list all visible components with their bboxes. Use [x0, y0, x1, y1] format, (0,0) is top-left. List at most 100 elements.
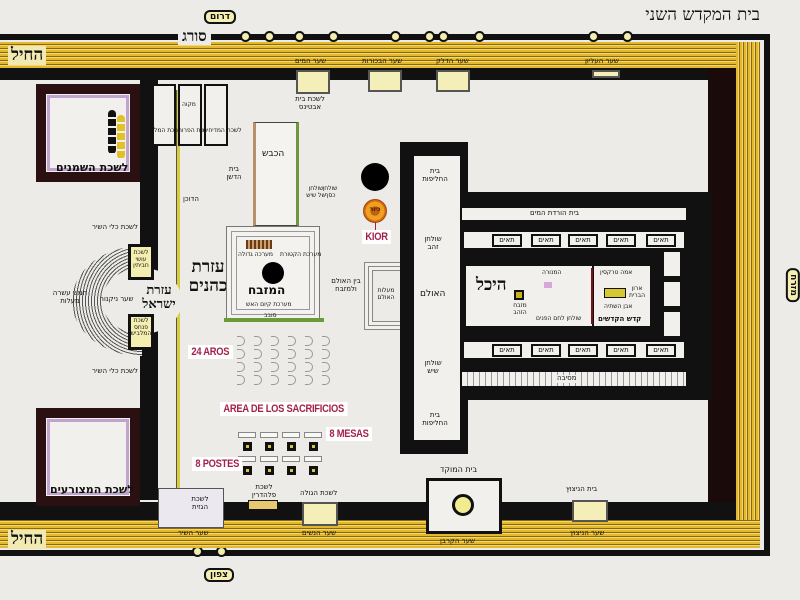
slaughter-table [304, 432, 322, 438]
soreg-gate [390, 31, 401, 42]
slaughter-ring [322, 375, 330, 385]
oil-jars [108, 110, 116, 154]
kodesh-label: קדש הקדשים [598, 315, 642, 323]
slaughter-ring [237, 349, 245, 359]
chel-right [736, 42, 760, 548]
direction-south: דרום [204, 10, 237, 24]
soreg-gate [328, 31, 339, 42]
gate-kindling[interactable] [436, 70, 470, 92]
slaughter-post [243, 466, 252, 475]
chel-label-top: החיל [8, 46, 47, 65]
gate-korban-label: שער הקרבן [440, 537, 475, 545]
slaughter-post [265, 466, 274, 475]
slaughter-table [282, 456, 300, 462]
laver-stand [361, 163, 389, 191]
gate-firstborn-label: שער הבכורות [362, 57, 403, 65]
slaughter-table [238, 432, 256, 438]
slaughter-ring [322, 336, 330, 346]
chamber-taim: תאים [606, 234, 636, 247]
soreg-right [764, 34, 770, 554]
soreg-gate [264, 31, 275, 42]
soreg-gate [474, 31, 485, 42]
mikveh-label: מקוה [182, 101, 196, 108]
annotation-24-aros: 24 AROS [188, 345, 233, 359]
nikanor-label: שער ניקנור [100, 295, 134, 303]
gate-nitzotz[interactable] [572, 500, 608, 522]
slaughter-post [243, 442, 252, 451]
kevesh-label: הכבש [262, 149, 285, 159]
slaughter-ring [254, 362, 262, 372]
soreg-gate [588, 31, 599, 42]
chamber-taim: תאים [646, 234, 676, 247]
slaughter-ring [271, 336, 279, 346]
slaughter-ring [237, 375, 245, 385]
wall-right [708, 68, 736, 520]
soreg-label: סורג [178, 28, 211, 45]
gate-song-label: שער השיר [178, 529, 209, 537]
gate-upper[interactable] [592, 70, 620, 78]
chamber-lepers [36, 408, 140, 506]
altar-label: המזבח [248, 283, 286, 297]
chamber-palhedrin-label: לשכת פלהדרין [251, 483, 277, 499]
chamber-lepers-label: לשכת המצורעים [50, 483, 134, 496]
gate-water-label: שער המים [295, 57, 327, 65]
soreg-bottom [0, 550, 770, 556]
chamber-pinchas2 [128, 314, 154, 350]
slaughter-ring [254, 349, 262, 359]
slaughter-ring [322, 349, 330, 359]
chamber-oils-label: לשכת השמנים [56, 161, 129, 174]
ulam-interior [414, 156, 460, 440]
duchan-label: הדוכן [183, 195, 199, 203]
hechal [466, 266, 592, 326]
steps-label: חמש עשרה מעלות [52, 289, 88, 305]
gate-women[interactable] [302, 502, 338, 526]
slaughter-ring [254, 336, 262, 346]
kior-pointer [375, 222, 376, 230]
beit-horadat-hamayim [462, 208, 686, 220]
menorah-label: המנורה [542, 269, 562, 276]
chamber-taim: תאים [568, 234, 598, 247]
side-chambers-right [664, 252, 680, 338]
ark-icon [604, 288, 626, 298]
gate-firstborn[interactable] [368, 70, 402, 92]
slaughter-post [265, 442, 274, 451]
slaughter-ring [288, 336, 296, 346]
slaughter-table [260, 432, 278, 438]
slaughter-post [287, 466, 296, 475]
court-israel-label: עזרת ישראל [142, 283, 176, 313]
altar-base [224, 318, 324, 322]
annotation-8-postes: 8 POSTES [192, 457, 243, 471]
slaughter-post [309, 442, 318, 451]
slaughter-ring [288, 349, 296, 359]
slaughter-table [304, 456, 322, 462]
slaughter-ring [237, 362, 245, 372]
maaracha-gedola-icon [246, 240, 272, 249]
beit-horadat-label: בית הורדת המים [530, 209, 580, 217]
slaughter-ring [305, 375, 313, 385]
gate-water[interactable] [296, 70, 330, 94]
chamber-taim: תאים [606, 344, 636, 357]
annotation-8-mesas: 8 MESAS [326, 427, 373, 441]
slaughter-ring [271, 375, 279, 385]
slaughter-table [260, 456, 278, 462]
soreg-top [0, 34, 770, 40]
slaughter-post [309, 466, 318, 475]
beit-hachalifot-bottom: בית החליפות [422, 411, 448, 427]
slaughter-ring [305, 349, 313, 359]
chel-label-bottom: החיל [8, 530, 47, 549]
soreg-gate [240, 31, 251, 42]
marble-table-label: שולחן שיש [424, 359, 442, 375]
annotation-kior: KIOR [362, 230, 392, 244]
chamber-taim: תאים [531, 344, 561, 357]
gate-women-label: שער הנשים [302, 529, 337, 537]
slaughter-ring [288, 375, 296, 385]
ama-traksin-label: אמה טרקסין [600, 269, 633, 276]
chamber-gazit-label: לשכת הגזית [191, 495, 209, 511]
maaracha-kiyum-label: מערכת קיום האש [246, 301, 292, 308]
chamber-gazit [158, 488, 224, 528]
even-shetiya-label: אבן השתיה [604, 303, 633, 310]
chamber-rinsers-label: לשכת המדיחים [203, 127, 242, 134]
chamber-pinchas-label: לשכת עושי חביתין [133, 249, 149, 270]
beit-hadeshen-label: בית הדשן [226, 165, 242, 181]
chamber-pinchas2-label: לשכת פנחס המלביש [130, 317, 152, 338]
